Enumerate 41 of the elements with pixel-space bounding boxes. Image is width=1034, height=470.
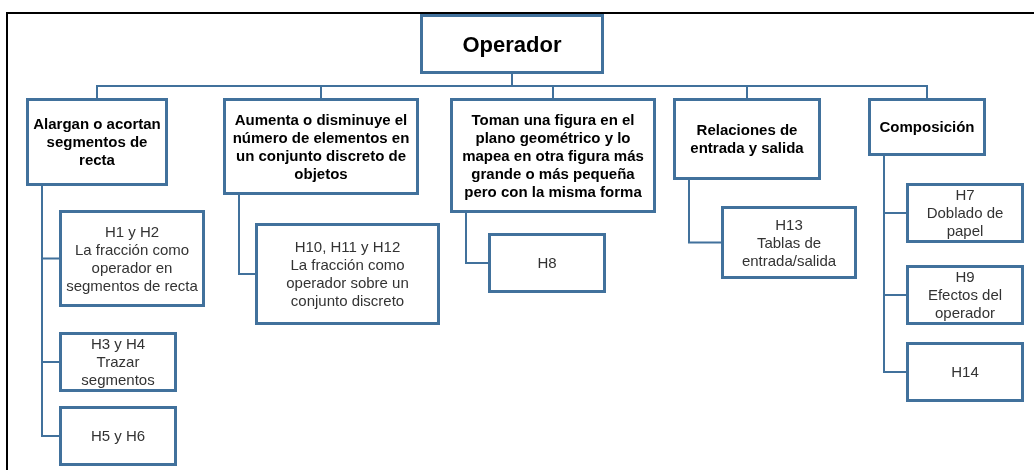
- activity-code: H7: [955, 186, 975, 204]
- category-box: [450, 98, 656, 213]
- activity-code: H14: [951, 363, 979, 381]
- category-box: [420, 14, 604, 74]
- box-text: La fracción como operador en segmentos de recta: [66, 240, 198, 295]
- box-text: Efectos del operador: [926, 286, 1004, 322]
- category-box: [868, 98, 986, 156]
- connector-line: [41, 185, 60, 437]
- activity-box: [906, 265, 1024, 325]
- activity-code: H10, H11 y H12: [294, 238, 401, 256]
- box-text: Toman una figura en el plano geométrico y lo mapea en otra figura más grande o más pequeña pero con la misma forma: [461, 110, 645, 201]
- box-text: La fracción como operador sobre un conjunto discreto: [285, 256, 410, 310]
- activity-code: H1 y H2: [104, 222, 160, 241]
- box-text: Operador: [462, 30, 562, 59]
- activity-box: [488, 233, 606, 293]
- activity-box: [255, 223, 440, 325]
- activity-code: H9: [955, 268, 975, 286]
- box-text: Doblado de papel: [925, 204, 1005, 240]
- activity-box: [59, 210, 205, 307]
- box-text: Tablas de entrada/salida: [740, 233, 838, 270]
- activity-code: H13: [775, 215, 803, 234]
- connector-line: [238, 194, 256, 275]
- category-box: [26, 98, 168, 186]
- activity-code: H8: [537, 254, 557, 272]
- activity-code: H5 y H6: [90, 427, 146, 445]
- box-text: Composición: [879, 118, 975, 136]
- activity-box: [721, 206, 857, 279]
- connector-line: [883, 155, 907, 373]
- category-box: [223, 98, 419, 195]
- box-text: Aumenta o disminuye el número de elementos en un conjunto discreto de objetos: [231, 110, 411, 183]
- activity-box: [59, 332, 177, 392]
- category-box: [673, 98, 821, 180]
- activity-box: [906, 183, 1024, 243]
- activity-box: [906, 342, 1024, 402]
- box-text: Relaciones de entrada y salida: [689, 121, 805, 157]
- activity-box: [59, 406, 177, 466]
- activity-code: H3 y H4: [90, 335, 146, 353]
- box-text: Trazar segmentos: [80, 353, 156, 389]
- box-text: Alargan o acortan segmentos de recta: [33, 115, 161, 169]
- connector-line: [465, 212, 489, 264]
- connector-line: [688, 179, 722, 244]
